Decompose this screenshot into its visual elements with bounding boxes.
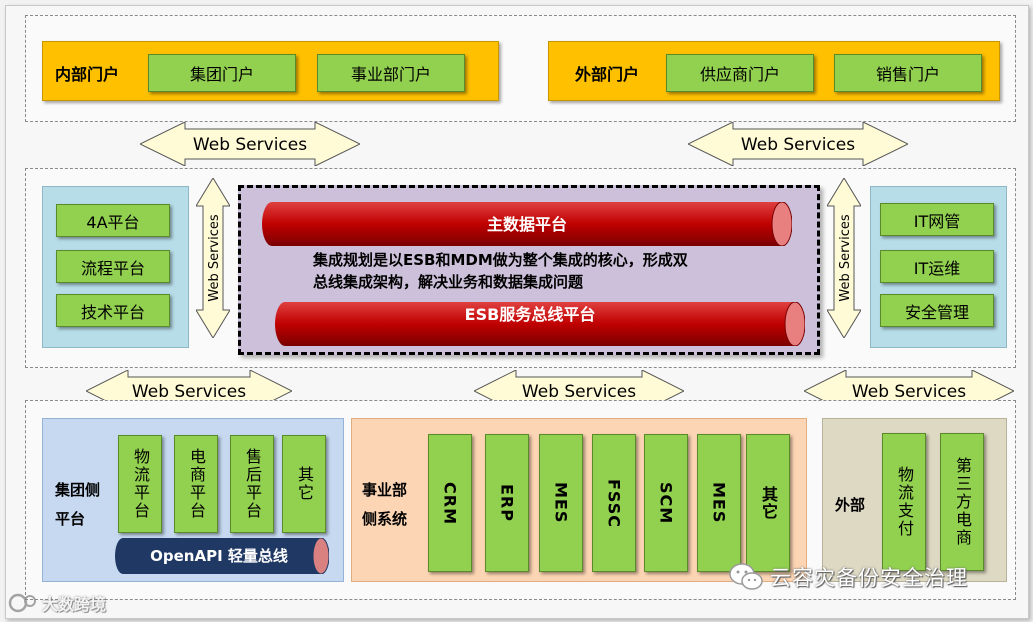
ws-arrow-vertical-right: Web Services xyxy=(827,178,861,338)
platform-workflow: 流程平台 xyxy=(56,250,170,283)
platform-security: 安全管理 xyxy=(880,294,994,327)
system-mes: MES xyxy=(539,434,583,572)
ws-label: Web Services xyxy=(838,214,853,302)
platform-it-ops: IT运维 xyxy=(880,250,994,283)
core-description-line1: 集成规划是以ESB和MDM做为整个集成的核心，形成双 xyxy=(313,251,688,269)
division-portal: 事业部门户 xyxy=(317,54,465,92)
system-erp: ERP xyxy=(485,434,529,572)
system-crm: CRM xyxy=(428,434,472,572)
mdm-cylinder: 主数据平台 xyxy=(262,202,792,246)
system-mes-2: MES xyxy=(697,434,741,572)
mdm-label: 主数据平台 xyxy=(487,215,567,234)
external-side-title: 外部 xyxy=(835,496,866,514)
ws-arrow-top-left: Web Services xyxy=(140,122,360,166)
group-aftersales-platform: 售后平台 xyxy=(230,435,274,533)
group-side-title-line1: 集团侧 xyxy=(55,481,101,499)
system-scm: SCM xyxy=(644,434,688,572)
division-side-title-line1: 事业部 xyxy=(362,481,408,499)
watermark-left-text: 大数跨境 xyxy=(42,595,107,614)
sales-portal: 销售门户 xyxy=(834,54,982,92)
internal-portal-title: 内部门户 xyxy=(55,65,120,84)
group-ecommerce-platform: 电商平台 xyxy=(174,435,218,533)
ws-label: Web Services xyxy=(132,382,246,402)
group-logistics-platform: 物流平台 xyxy=(118,435,162,533)
platform-tech: 技术平台 xyxy=(56,294,170,327)
division-side-title-line2: 侧系统 xyxy=(362,510,408,528)
platform-4a: 4A平台 xyxy=(56,204,170,237)
ws-arrow-top-right: Web Services xyxy=(688,122,908,166)
watermark-right: 云容灾备份安全治理 xyxy=(728,562,968,592)
system-other: 其它 xyxy=(746,434,790,572)
esb-label: ESB服务总线平台 xyxy=(465,305,596,324)
openapi-bus-label: OpenAPI 轻量总线 xyxy=(150,547,288,565)
watermark-left: 大数跨境 xyxy=(8,591,106,615)
ws-label: Web Services xyxy=(852,382,966,402)
external-third-party-ecommerce: 第三方电商 xyxy=(940,433,984,571)
system-fssc: FSSC xyxy=(592,434,636,572)
wechat-icon xyxy=(729,563,763,590)
openapi-bus: OpenAPI 轻量总线 xyxy=(115,538,329,574)
ws-arrow-vertical-left: Web Services xyxy=(196,178,230,338)
platform-it-network: IT网管 xyxy=(880,203,994,236)
esb-cylinder: ESB服务总线平台 xyxy=(275,302,805,346)
ws-label: Web Services xyxy=(741,135,855,155)
supplier-portal: 供应商门户 xyxy=(666,54,814,92)
group-portal: 集团门户 xyxy=(148,54,296,92)
group-side-title-line2: 平台 xyxy=(55,510,86,528)
watermark-right-text: 云容灾备份安全治理 xyxy=(770,566,968,590)
external-logistics-payment: 物流支付 xyxy=(882,433,926,571)
external-portal-title: 外部门户 xyxy=(575,65,640,84)
group-other-platform: 其它 xyxy=(282,435,326,533)
ws-label: Web Services xyxy=(207,214,222,302)
watermark-logo-icon xyxy=(8,593,36,613)
ws-label: Web Services xyxy=(193,135,307,155)
core-description-line2: 总线集成架构，解决业务和数据集成问题 xyxy=(313,273,584,291)
ws-label: Web Services xyxy=(522,382,636,402)
